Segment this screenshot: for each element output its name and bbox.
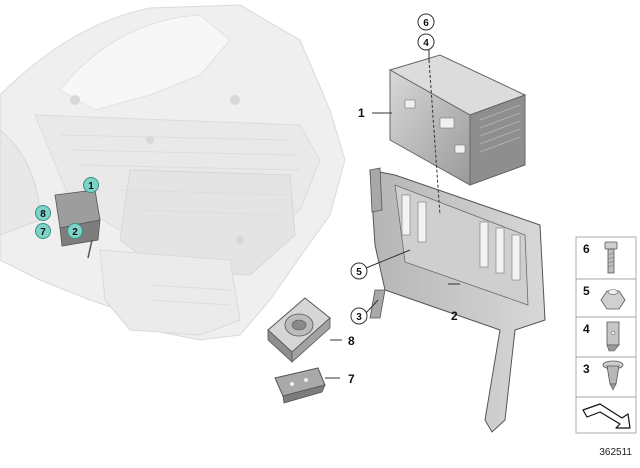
svg-text:7: 7 (348, 372, 355, 386)
bolt-icon (604, 241, 618, 274)
svg-text:3: 3 (583, 362, 590, 376)
svg-text:1: 1 (88, 181, 94, 192)
svg-text:6: 6 (423, 18, 429, 29)
callout-part-4: 4 (417, 33, 435, 51)
label-part-1: 1 (358, 106, 365, 120)
svg-text:1: 1 (358, 106, 365, 120)
legend-arrow-box (575, 396, 637, 434)
legend-item-3[interactable]: 3 (575, 356, 637, 398)
diagram-reference-number: 362511 (599, 447, 632, 458)
car-callout-7: 7 (35, 223, 51, 239)
svg-text:3: 3 (356, 312, 362, 323)
car-callout-8: 8 (35, 205, 51, 221)
svg-text:362511: 362511 (599, 447, 632, 458)
svg-text:4: 4 (583, 322, 590, 336)
label-part-8: 8 (348, 334, 355, 348)
callout-part-5: 5 (350, 262, 368, 280)
label-part-2: 2 (451, 309, 458, 323)
svg-text:2: 2 (72, 227, 78, 238)
fastener-legend: 6 5 4 (575, 236, 637, 434)
svg-text:5: 5 (356, 267, 362, 278)
legend-item-6[interactable]: 6 (575, 236, 637, 280)
svg-text:7: 7 (40, 227, 46, 238)
module-part-8[interactable] (267, 297, 331, 363)
holder-part-7[interactable] (274, 367, 326, 404)
legend-item-5[interactable]: 5 (575, 278, 637, 318)
label-part-7: 7 (348, 372, 355, 386)
legend-item-4[interactable]: 4 (575, 316, 637, 358)
car-body-shell (0, 4, 346, 341)
svg-text:8: 8 (40, 209, 46, 220)
car-callout-2: 2 (67, 223, 83, 239)
bent-arrow-icon (582, 403, 631, 429)
control-unit-part-1[interactable] (388, 54, 527, 186)
svg-text:4: 4 (423, 38, 429, 49)
svg-text:2: 2 (451, 309, 458, 323)
mounting-bracket-part-2[interactable] (369, 167, 546, 433)
hex-nut-icon (600, 289, 626, 310)
svg-text:8: 8 (348, 334, 355, 348)
clip-nut-icon (606, 321, 620, 352)
svg-text:5: 5 (583, 284, 590, 298)
car-callout-1: 1 (83, 177, 99, 193)
callout-part-3: 3 (350, 307, 368, 325)
callout-part-6: 6 (417, 13, 435, 31)
svg-text:6: 6 (583, 242, 590, 256)
push-rivet-icon (602, 360, 624, 391)
